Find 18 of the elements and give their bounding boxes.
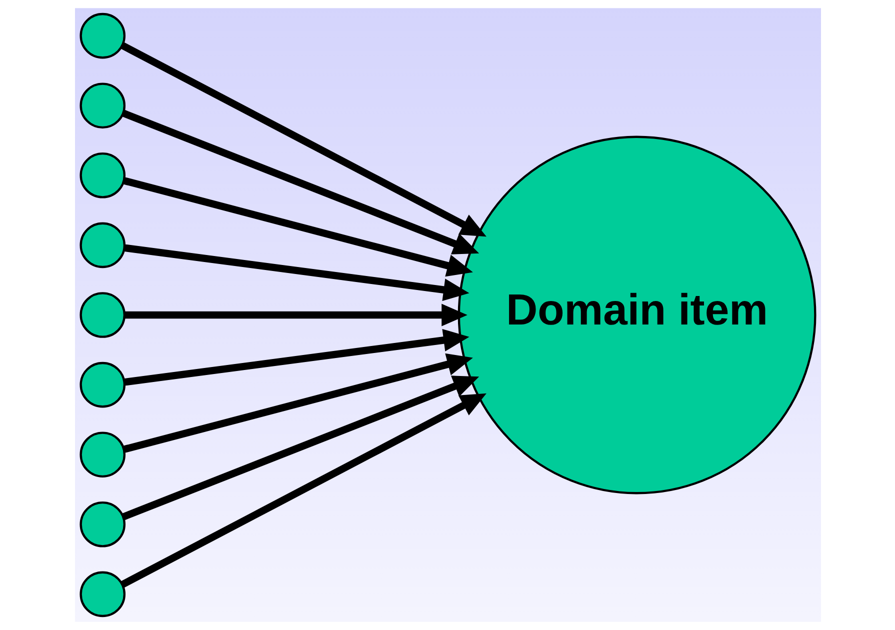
node-circle xyxy=(79,292,126,338)
node-circle xyxy=(79,82,126,128)
node-circle xyxy=(79,362,126,408)
node-circle xyxy=(79,432,126,478)
node-circle xyxy=(79,152,126,198)
arrow xyxy=(122,353,472,453)
arrow xyxy=(122,376,479,520)
node-circle xyxy=(79,222,126,268)
arrow xyxy=(124,304,467,326)
arrow xyxy=(124,329,469,386)
arrow xyxy=(120,42,486,237)
arrow xyxy=(124,244,469,301)
arrow xyxy=(122,177,472,277)
arrow xyxy=(120,393,486,588)
node-circle xyxy=(79,502,126,548)
arrow xyxy=(122,110,479,254)
node-circle xyxy=(79,571,126,618)
node-circle xyxy=(79,12,126,59)
